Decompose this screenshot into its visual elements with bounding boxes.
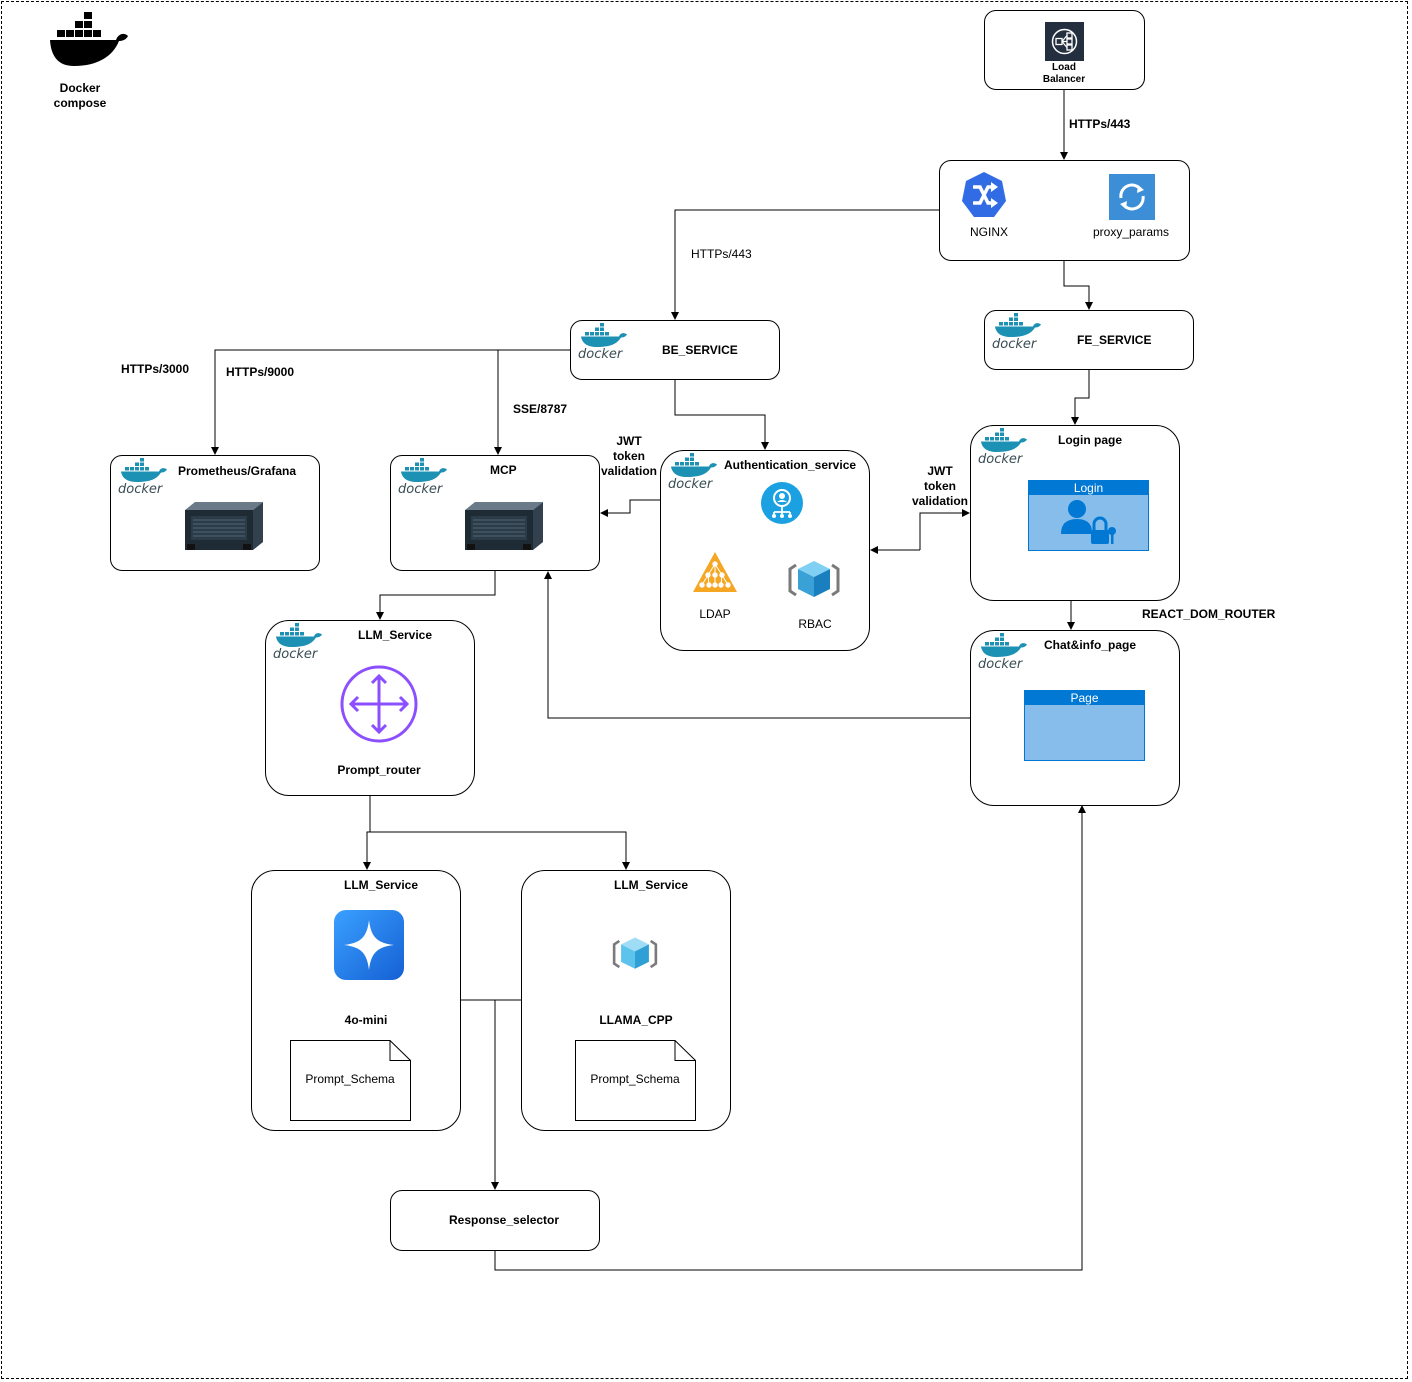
docker-whale-icon: docker <box>117 457 169 497</box>
server-icon <box>465 502 543 550</box>
docker-whale-icon: docker <box>991 312 1043 352</box>
rbac-label: RBAC <box>798 617 832 631</box>
llm-service-router-node[interactable]: LLM_Service Prompt_router <box>265 620 475 796</box>
svg-text:docker: docker <box>398 482 444 495</box>
chat-page-panel[interactable]: Page <box>1024 690 1145 761</box>
svg-text:docker: docker <box>273 647 319 660</box>
rbac-icon <box>788 561 840 597</box>
proxy-params-label: proxy_params <box>1092 225 1170 239</box>
identity-access-icon <box>761 482 803 524</box>
prompt-schema-label: Prompt_Schema <box>590 1072 680 1086</box>
prompt-schema-document-icon <box>575 1040 696 1121</box>
be-service-label: BE_SERVICE <box>662 343 738 357</box>
edge-chat-to-mcp <box>544 571 970 719</box>
svg-text:docker: docker <box>118 482 164 495</box>
svg-text:docker: docker <box>668 477 714 490</box>
prompt-schema-label: Prompt_Schema <box>305 1072 395 1086</box>
login-page-label: Login page <box>1058 433 1122 447</box>
model-4o-mini-label: 4o-mini <box>344 1013 388 1027</box>
be-service-node[interactable]: BE_SERVICE <box>570 320 780 380</box>
edge-be-to-auth <box>674 380 769 450</box>
edge-label-jwt-mcp: JWT token validation <box>600 434 657 478</box>
edge-be-to-prometheus <box>211 349 570 455</box>
edge-nginx-to-be <box>671 209 939 320</box>
prompt-router-label: Prompt_router <box>337 763 421 777</box>
ldap-icon <box>693 552 737 592</box>
ldap-label: LDAP <box>699 607 731 621</box>
edge-selector-to-chat <box>494 805 1086 1271</box>
nginx-icon <box>962 172 1006 217</box>
edge-auth-login <box>919 509 970 550</box>
prompt-router-icon <box>340 665 418 743</box>
svg-text:docker: docker <box>578 347 624 360</box>
nginx-label: NGINX <box>969 225 1008 239</box>
model-llama-cpp-label: LLAMA_CPP <box>599 1013 673 1027</box>
docker-compose-label: Docker compose <box>53 81 107 110</box>
edge-router-to-llama <box>370 831 630 870</box>
edge-mcp-to-router <box>376 570 496 620</box>
docker-whale-icon: docker <box>577 322 629 362</box>
user-lock-icon <box>1061 500 1116 544</box>
llm-service-label: LLM_Service <box>358 628 433 642</box>
edge-nginx-to-fe <box>1063 260 1093 310</box>
proxy-params-icon <box>1109 174 1155 220</box>
response-selector-label: Response_selector <box>449 1213 560 1227</box>
edge-auth-to-mcp <box>600 499 660 517</box>
edge-label-jwt-login: JWT token validation <box>911 464 968 508</box>
chat-info-page-label: Chat&info_page <box>1044 638 1137 652</box>
edge-router-to-4o <box>363 795 371 870</box>
sparkle-ai-icon <box>334 910 404 980</box>
edge-label-sse-8787: SSE/8787 <box>513 402 568 416</box>
authentication-service-node[interactable]: Authentication_service <box>660 450 870 651</box>
login-panel[interactable]: Login <box>1028 480 1149 551</box>
svg-text:docker: docker <box>978 657 1024 670</box>
svg-text:docker: docker <box>992 337 1038 350</box>
prometheus-grafana-label: Prometheus/Grafana <box>178 464 297 478</box>
mcp-label: MCP <box>490 463 517 477</box>
llm-service-llama-node[interactable]: LLM_Service LLAMA_CPP <box>521 870 731 1131</box>
edge-label-https-3000: HTTPs/3000 <box>121 362 190 376</box>
docker-compose-logo-icon <box>50 12 128 66</box>
docker-whale-icon: docker <box>977 427 1029 467</box>
authentication-service-label: Authentication_service <box>724 458 857 472</box>
docker-whale-icon: docker <box>667 452 719 492</box>
response-selector-node[interactable]: Response_selector <box>390 1190 600 1251</box>
llm-service-label: LLM_Service <box>344 878 419 892</box>
docker-whale-icon: docker <box>977 632 1029 672</box>
server-icon <box>185 502 263 550</box>
docker-whale-icon: docker <box>272 622 324 662</box>
svg-text:docker: docker <box>978 452 1024 465</box>
load-balancer-icon <box>1045 22 1084 61</box>
fe-service-label: FE_SERVICE <box>1077 333 1152 347</box>
load-balancer-label: Load Balancer <box>1042 62 1086 85</box>
edge-label-https-9000: HTTPs/9000 <box>226 365 295 379</box>
login-panel-title: Login <box>1029 481 1148 495</box>
llm-service-label: LLM_Service <box>614 878 689 892</box>
prompt-schema-document-icon <box>290 1040 411 1121</box>
docker-whale-icon: docker <box>397 457 449 497</box>
fe-service-node[interactable]: FE_SERVICE <box>984 310 1194 370</box>
edge-label-nginx-be: HTTPs/443 <box>691 247 752 261</box>
edge-label-lb-nginx: HTTPs/443 <box>1069 117 1131 131</box>
chat-page-panel-title: Page <box>1025 691 1144 705</box>
edge-fe-to-login <box>1071 370 1090 425</box>
llama-model-icon <box>612 937 658 969</box>
edge-label-react-dom-router: REACT_DOM_ROUTER <box>1142 607 1276 621</box>
